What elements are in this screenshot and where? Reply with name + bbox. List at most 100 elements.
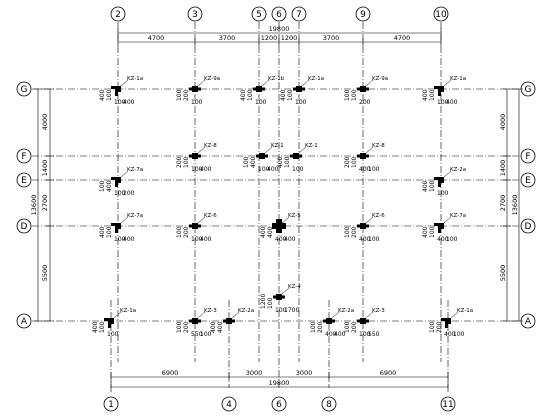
label-leader — [120, 170, 129, 178]
column-size: 100 — [106, 226, 113, 238]
grid-bubbles-right: G F E D A — [520, 81, 536, 329]
bubble-right-F: F — [525, 152, 530, 162]
dim-top-span: 1200 — [261, 34, 278, 42]
column-size: 100 — [310, 321, 317, 333]
column-size: 100 — [437, 190, 449, 197]
label-leader — [120, 216, 129, 224]
dim-bottom-span: 6900 — [162, 369, 179, 377]
column-size: 200 — [183, 226, 190, 238]
column-size: 400 — [280, 89, 287, 101]
column-size: 100 — [446, 236, 458, 243]
bubble-top-7: 7 — [296, 10, 302, 20]
column-size: 400 — [250, 156, 257, 168]
column-label: KZ-9a — [372, 76, 388, 82]
label-leader — [365, 146, 374, 154]
label-leader — [261, 79, 270, 87]
column-label: KZ-5 — [288, 213, 301, 219]
column-size: 100 — [114, 190, 126, 197]
column-wing — [108, 324, 111, 328]
column-wing — [115, 229, 118, 233]
column-size: 400 — [99, 226, 106, 238]
grid-bubbles-left: G F E D A — [16, 81, 32, 329]
column-label: KZ-2a — [238, 308, 254, 314]
column-label: KZ-1b — [268, 76, 285, 82]
column-label: KZ-1a — [450, 76, 466, 82]
column-size: 200 — [123, 190, 135, 197]
column-wing — [189, 154, 201, 158]
column-size: 400 — [267, 226, 274, 238]
column-size: 100 — [368, 166, 380, 173]
dim-right-span: 2700 — [499, 195, 507, 212]
label-leader — [113, 311, 122, 319]
bubble-top-10: 10 — [435, 10, 447, 20]
label-leader — [197, 146, 206, 154]
column-size: 1200 — [260, 294, 267, 309]
column-label: KZ-6 — [372, 213, 385, 219]
dims-top: 19800 4700 3700 1200 1200 3700 4700 — [117, 25, 442, 46]
column-size: 100 — [99, 321, 106, 333]
column-size: 200 — [344, 156, 351, 168]
bubble-right-E: E — [525, 176, 531, 186]
column-wing — [290, 154, 302, 158]
bubble-bottom-11: 11 — [442, 400, 453, 410]
column-size: 100 — [344, 226, 351, 238]
column-size: 100 — [191, 236, 203, 243]
bubble-bottom-1: 1 — [108, 400, 114, 410]
column-wing — [438, 183, 441, 187]
column-size: 400 — [359, 166, 371, 173]
column-size: 100 — [191, 166, 203, 173]
column-wing — [111, 86, 115, 89]
label-leader — [331, 311, 340, 319]
column-wing — [434, 223, 438, 226]
label-leader — [365, 79, 374, 87]
column-size: 400 — [123, 236, 135, 243]
bubble-right-A: A — [525, 317, 532, 327]
column-wing — [323, 319, 335, 323]
label-leader — [443, 216, 452, 224]
column-size: 100 — [275, 307, 287, 314]
column-label: KZ-1 — [305, 143, 318, 149]
column-size: 100 — [359, 331, 371, 338]
label-leader — [120, 79, 129, 87]
label-leader — [281, 216, 290, 224]
column-size: 400 — [217, 321, 224, 333]
column-section — [438, 86, 444, 92]
label-leader — [301, 79, 310, 87]
column-size: 100 — [176, 226, 183, 238]
column-wing — [189, 319, 201, 323]
column-size: 400 — [200, 166, 212, 173]
column-wing — [111, 177, 115, 180]
column-wing — [293, 87, 305, 91]
column-size: 100 — [292, 166, 304, 173]
column-wing — [111, 223, 115, 226]
column-label: KZ-8 — [372, 143, 385, 149]
column-size: 100 — [429, 226, 436, 238]
dim-right-total: 13600 — [511, 195, 519, 216]
column-size: 100 — [255, 99, 267, 106]
column-size: 400 — [92, 321, 99, 333]
column-size: 100 — [258, 166, 270, 173]
label-leader — [281, 287, 290, 295]
label-leader — [231, 311, 240, 319]
column-wing — [256, 154, 268, 158]
dim-top-span: 4700 — [148, 34, 165, 42]
column-size: 100 — [429, 180, 436, 192]
column-wing — [115, 183, 118, 187]
column-size: 200 — [436, 321, 443, 333]
column-size: 100 — [107, 331, 119, 338]
bubble-bottom-6: 6 — [276, 400, 282, 410]
column-size: 1700 — [284, 307, 299, 314]
dim-bottom-span: 3000 — [296, 369, 313, 377]
